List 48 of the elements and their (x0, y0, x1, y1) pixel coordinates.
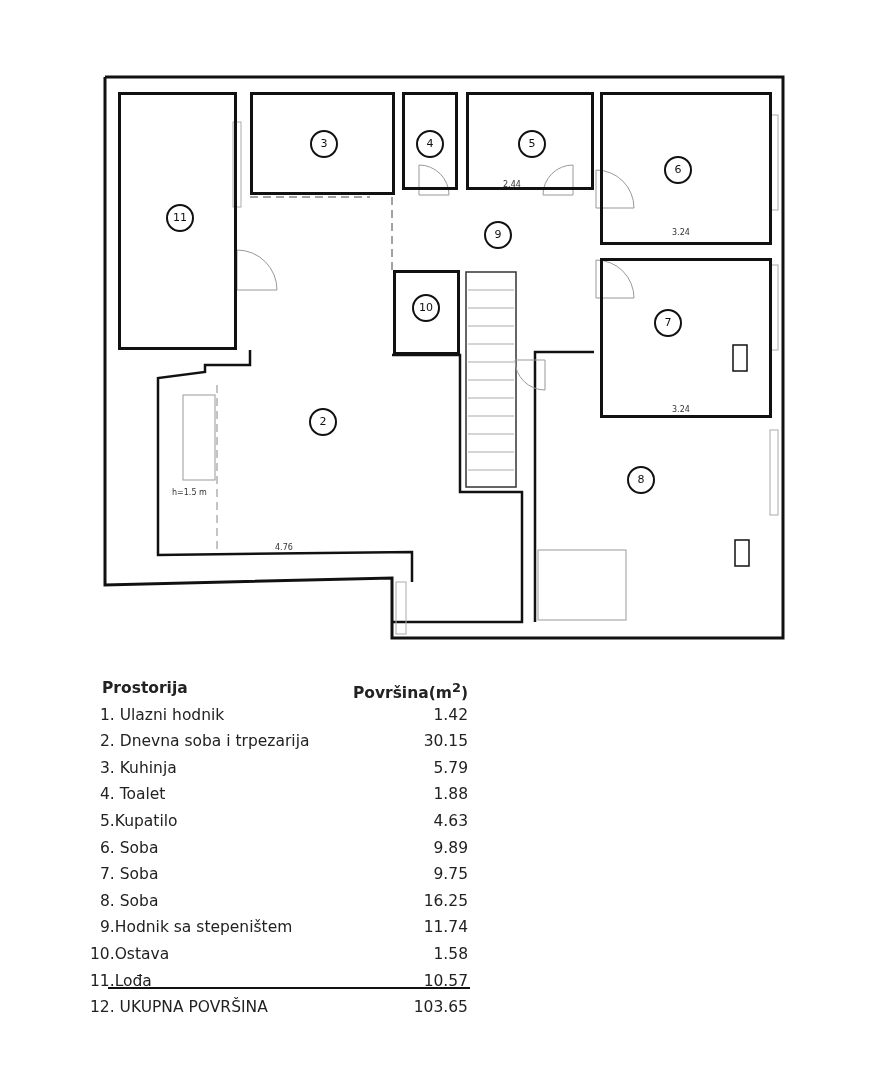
area-value: 9.75 (433, 865, 468, 884)
dimension-text: 3.24 (672, 405, 690, 414)
column-header: Površina(m$^{2}$) (352, 679, 468, 703)
area-value: 4.63 (433, 812, 468, 830)
room-name: 4. Toalet (100, 785, 166, 804)
room-name: 9.Hodnik sa stepeništem (100, 918, 293, 937)
area-value: 1.42 (433, 705, 468, 724)
room-number: 10 (412, 294, 440, 322)
area-value: 103.65 (413, 998, 468, 1017)
room-name: 3. Kuhinja (100, 758, 177, 777)
room-name: 8. Soba (100, 891, 159, 910)
room-outline (600, 92, 772, 245)
room-name: 2. Dnevna soba i trpezarija (100, 732, 310, 751)
dimension-text: 3.24 (672, 228, 690, 237)
room-number: 2 (309, 408, 337, 436)
room-number: 11 (166, 204, 194, 232)
column-header: Prostorija (102, 679, 188, 697)
room-name: 10.Ostava (90, 945, 170, 963)
room-outline (118, 92, 237, 350)
area-value: 9.89 (433, 838, 468, 857)
room-outline (250, 92, 395, 195)
room-outline (466, 92, 594, 190)
room-number: 5 (518, 130, 546, 158)
room-number: 7 (654, 309, 682, 337)
room-name: 7. Soba (100, 865, 159, 884)
room-number: 6 (664, 156, 692, 184)
room-number: 4 (416, 130, 444, 158)
dimension-text: 4.76 (275, 543, 293, 552)
dimension-text: 2.44 (503, 180, 521, 189)
room-name: 1. Ulazni hodnik (100, 705, 225, 724)
area-value: 30.15 (423, 732, 468, 751)
room-number: 9 (484, 221, 512, 249)
room-outline (600, 258, 772, 418)
room-outline (393, 270, 460, 355)
area-value: 1.88 (433, 785, 468, 804)
area-value: 11.74 (423, 918, 468, 937)
room-number: 3 (310, 130, 338, 158)
room-name: 11.Lođa (90, 971, 152, 990)
room-name: 6. Soba (100, 838, 159, 857)
room-name: 12. UKUPNA POVRŠINA (90, 998, 268, 1017)
room-number: 8 (627, 466, 655, 494)
area-value: 10.57 (423, 971, 468, 990)
area-value: 16.25 (423, 891, 468, 910)
area-value: 1.58 (433, 945, 468, 963)
room-name: 5.Kupatilo (100, 812, 178, 830)
area-value: 5.79 (433, 758, 468, 777)
room-outline (402, 92, 458, 190)
dimension-text: h=1.5 m (172, 488, 207, 497)
